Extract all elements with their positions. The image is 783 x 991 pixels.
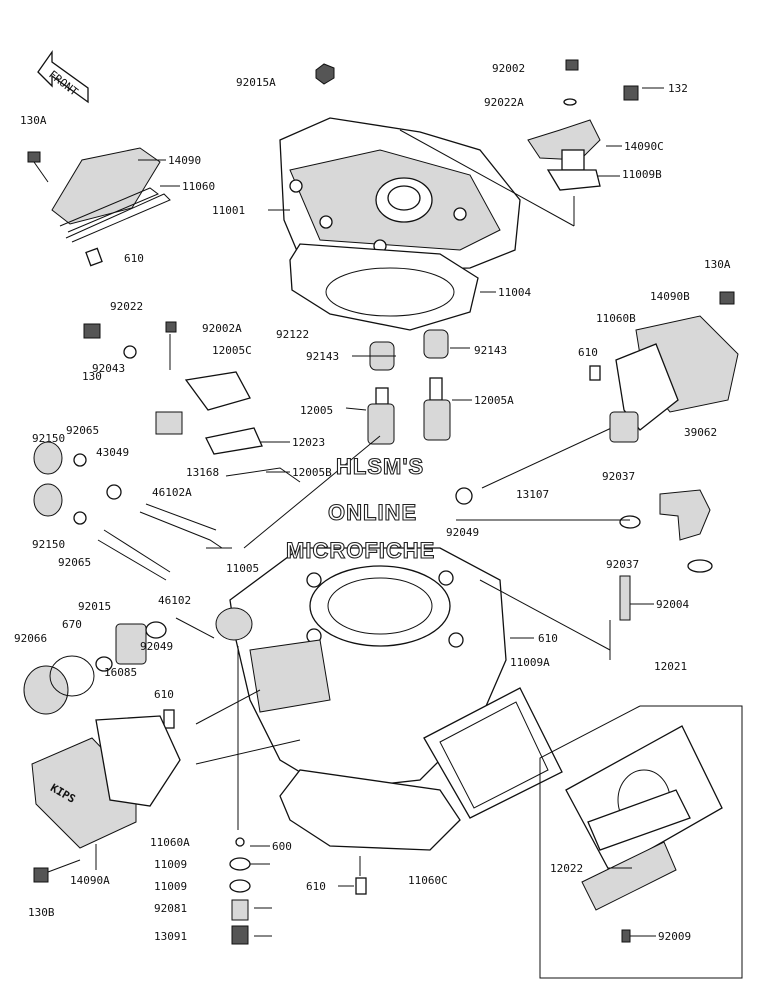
gear-12005a bbox=[423, 377, 451, 441]
part-label: 610 bbox=[154, 688, 174, 701]
part-label: 130A bbox=[704, 258, 731, 271]
reed-valve-inset bbox=[539, 705, 743, 979]
part-label: 12005A bbox=[474, 394, 514, 407]
exhaust-valve-cover-left bbox=[27, 147, 171, 267]
part-label: 92066 bbox=[14, 632, 47, 645]
part-label: 92065 bbox=[66, 424, 99, 437]
part-label: 12005 bbox=[300, 404, 333, 417]
part-label: 14090 bbox=[168, 154, 201, 167]
bottom-stack-parts bbox=[229, 837, 367, 945]
part-label: 92004 bbox=[656, 598, 689, 611]
part-label: 92143 bbox=[474, 344, 507, 357]
part-label: 92009 bbox=[658, 930, 691, 943]
part-label: 46102A bbox=[152, 486, 192, 499]
part-label: 11004 bbox=[498, 286, 531, 299]
part-label: 600 bbox=[272, 840, 292, 853]
coolant-hose bbox=[619, 489, 713, 621]
leader-lines bbox=[95, 87, 664, 937]
water-outlet bbox=[527, 59, 639, 191]
reed-gasket bbox=[423, 687, 563, 819]
part-label: 46102 bbox=[158, 594, 191, 607]
part-label: 92065 bbox=[58, 556, 91, 569]
part-label: 92150 bbox=[32, 432, 65, 445]
part-label: 610 bbox=[306, 880, 326, 893]
cylinder-head bbox=[279, 117, 521, 271]
part-label: 11001 bbox=[212, 204, 245, 217]
part-label: 92022 bbox=[110, 300, 143, 313]
head-gasket bbox=[289, 243, 479, 331]
part-label: 11009A bbox=[510, 656, 550, 669]
part-label: 130B bbox=[28, 906, 55, 919]
part-label: 11009 bbox=[154, 880, 187, 893]
part-label: 92049 bbox=[140, 640, 173, 653]
part-label: 11060A bbox=[150, 836, 190, 849]
shaft-13107 bbox=[455, 411, 639, 505]
part-label: 92049 bbox=[446, 526, 479, 539]
front-arrow-icon: FRONT bbox=[37, 49, 89, 104]
part-label: 12021 bbox=[654, 660, 687, 673]
part-label: 92043 bbox=[92, 362, 125, 375]
bolt-130a-left-icon bbox=[27, 151, 49, 183]
part-label: 12023 bbox=[292, 436, 325, 449]
part-label: 670 bbox=[62, 618, 82, 631]
part-label: 92002 bbox=[492, 62, 525, 75]
nut-92015a-icon bbox=[315, 63, 335, 85]
part-label: 11005 bbox=[226, 562, 259, 575]
base-gasket bbox=[279, 769, 461, 851]
watermark-line: HLSM'S bbox=[336, 454, 424, 479]
watermark-line: MICROFICHE bbox=[286, 538, 435, 563]
part-label: 12022 bbox=[550, 862, 583, 875]
gear-12005 bbox=[367, 387, 395, 445]
cylinder-block bbox=[215, 547, 507, 791]
part-label: 92143 bbox=[306, 350, 339, 363]
spacer-92143-right bbox=[423, 329, 449, 359]
part-label: 43049 bbox=[96, 446, 129, 459]
part-label: 610 bbox=[124, 252, 144, 265]
part-label: 92015A bbox=[236, 76, 276, 89]
part-label: 132 bbox=[668, 82, 688, 95]
part-label: 610 bbox=[578, 346, 598, 359]
part-label: 39062 bbox=[684, 426, 717, 439]
part-label: 11060C bbox=[408, 874, 448, 887]
part-label: 11060 bbox=[182, 180, 215, 193]
part-label: 610 bbox=[538, 632, 558, 645]
part-label: 11060B bbox=[596, 312, 636, 325]
left-lower-parts bbox=[23, 621, 175, 729]
part-label: 92150 bbox=[32, 538, 65, 551]
part-label: 14090C bbox=[624, 140, 664, 153]
left-small-parts bbox=[33, 321, 301, 581]
part-label: 92002A bbox=[202, 322, 242, 335]
part-label: 13107 bbox=[516, 488, 549, 501]
kips-cover: KIPS bbox=[31, 715, 181, 883]
part-label: 130A bbox=[20, 114, 47, 127]
part-label: 11009 bbox=[154, 858, 187, 871]
part-label: 16085 bbox=[104, 666, 137, 679]
part-label: 130 bbox=[82, 370, 102, 383]
part-label: 92081 bbox=[154, 902, 187, 915]
part-label: 92022A bbox=[484, 96, 524, 109]
part-label: 13091 bbox=[154, 930, 187, 943]
part-label: 11009B bbox=[622, 168, 662, 181]
part-label: 14090B bbox=[650, 290, 690, 303]
part-label: 12005C bbox=[212, 344, 252, 357]
watermark: HLSM'S ONLINE MICROFICHE bbox=[285, 453, 435, 563]
exhaust-valve-housing-right bbox=[589, 291, 739, 431]
part-label: 92015 bbox=[78, 600, 111, 613]
part-labels: 92015A 92002 92022A 132 130A 14090 11060… bbox=[14, 62, 731, 943]
part-label: 92037 bbox=[606, 558, 639, 571]
watermark-line: ONLINE bbox=[328, 500, 417, 525]
part-label: 12005B bbox=[292, 466, 332, 479]
part-label: 13168 bbox=[186, 466, 219, 479]
part-label: 92037 bbox=[602, 470, 635, 483]
part-label: 92122 bbox=[276, 328, 309, 341]
part-label: 14090A bbox=[70, 874, 110, 887]
